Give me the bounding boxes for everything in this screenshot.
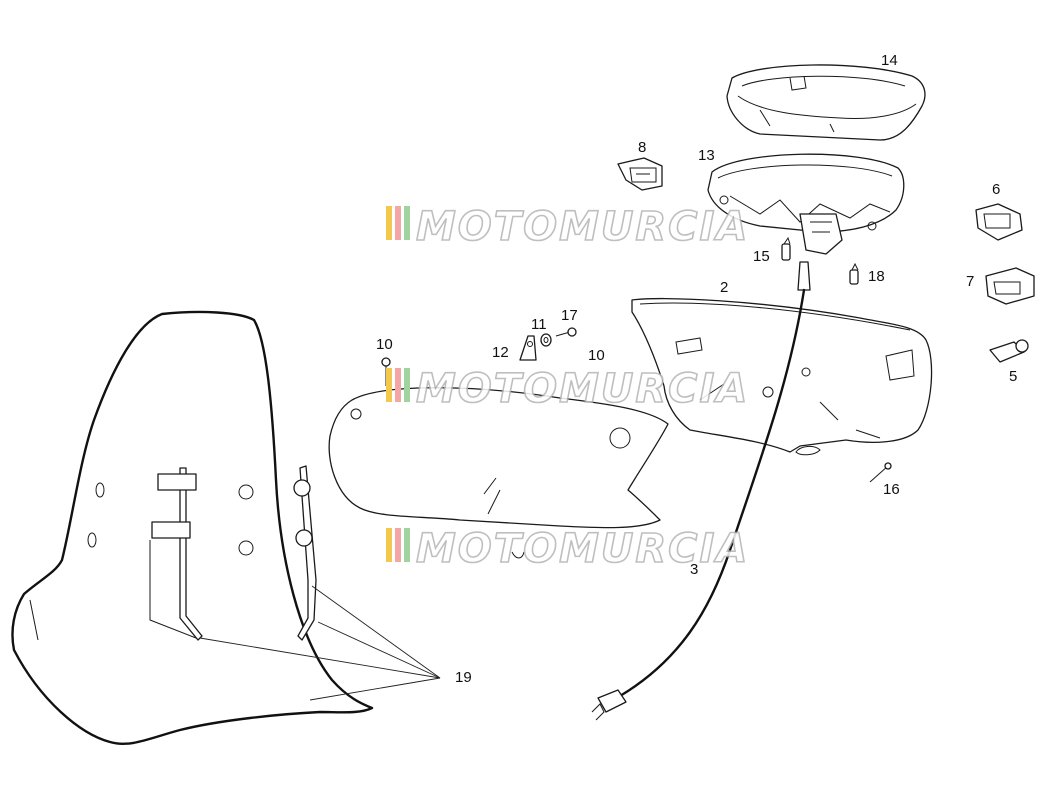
- watermark-3: MOTOMURCIA: [386, 525, 749, 573]
- instrument-cluster-part: [707, 153, 905, 255]
- label-16: 16: [883, 481, 900, 498]
- screw-17-part: [555, 327, 577, 337]
- bulb-15-part: [781, 236, 791, 261]
- windscreen-bracket-left-part: [149, 467, 203, 641]
- label-15: 15: [753, 248, 770, 265]
- label-6: 6: [992, 181, 1000, 198]
- bracket-12-part: [519, 335, 537, 361]
- connector-7-part: [985, 267, 1035, 305]
- label-14: 14: [881, 52, 898, 69]
- label-5: 5: [1009, 368, 1017, 385]
- label-10b: 10: [588, 347, 605, 364]
- connector-8-part: [617, 157, 663, 191]
- label-8: 8: [638, 139, 646, 156]
- label-3: 3: [690, 561, 698, 578]
- watermark-text: MOTOMURCIA: [416, 366, 749, 412]
- label-12: 12: [492, 344, 509, 361]
- washer-11-part: [540, 333, 552, 347]
- label-7: 7: [966, 273, 974, 290]
- bulb-socket-5-part: [989, 339, 1029, 363]
- label-17: 17: [561, 307, 578, 324]
- label-10a: 10: [376, 336, 393, 353]
- label-18: 18: [868, 268, 885, 285]
- watermark-1: MOTOMURCIA: [386, 203, 749, 251]
- connector-6-part: [975, 203, 1023, 241]
- instrument-housing-part: [631, 297, 933, 456]
- watermark-text: MOTOMURCIA: [416, 526, 749, 572]
- speedometer-cable-part: [591, 261, 811, 721]
- screw-16-part: [869, 462, 892, 483]
- label-19-leaders: [199, 585, 441, 701]
- windscreen-bracket-right-part: [293, 465, 317, 641]
- bulb-18-part: [849, 262, 859, 285]
- watermark-text: MOTOMURCIA: [416, 204, 749, 250]
- watermark-2: MOTOMURCIA: [386, 365, 749, 413]
- label-19: 19: [455, 669, 472, 686]
- label-13: 13: [698, 147, 715, 164]
- label-11: 11: [531, 316, 547, 333]
- windscreen-part: [11, 310, 374, 746]
- instrument-cover-part: [726, 64, 926, 141]
- label-2: 2: [720, 279, 728, 296]
- front-fairing-panel-part: [328, 387, 669, 559]
